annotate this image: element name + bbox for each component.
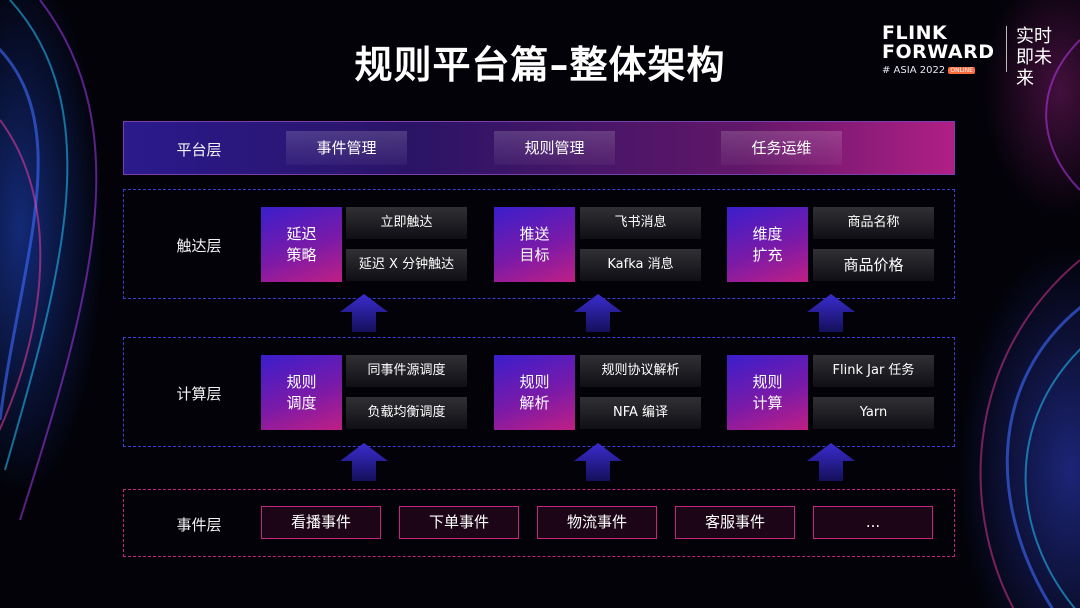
flink-forward-logo: FLINK FORWARD # ASIA 2022 ONLINE 实时即未来 [882, 22, 1062, 90]
event-item-order[interactable]: 下单事件 [399, 506, 519, 539]
logo-divider [1006, 26, 1007, 72]
reach-item-delay-x-min[interactable]: 延迟 X 分钟触达 [346, 249, 467, 281]
compute-item-yarn[interactable]: Yarn [813, 397, 934, 429]
compute-item-load-balance[interactable]: 负载均衡调度 [346, 397, 467, 429]
logo-slogan: 实时即未来 [1016, 26, 1052, 89]
up-arrow-icon [340, 294, 388, 332]
reach-item-product-price[interactable]: 商品价格 [813, 249, 934, 281]
reach-item-kafka[interactable]: Kafka 消息 [580, 249, 701, 281]
reach-group-delay-strategy[interactable]: 延迟策略 [261, 207, 342, 282]
page-title: 规则平台篇–整体架构 [354, 43, 726, 87]
compute-item-protocol-parse[interactable]: 规则协议解析 [580, 355, 701, 387]
platform-layer: 平台层 事件管理 规则管理 任务运维 [123, 121, 955, 175]
reach-item-feishu[interactable]: 飞书消息 [580, 207, 701, 239]
tab-event-management[interactable]: 事件管理 [286, 131, 407, 165]
up-arrow-icon [574, 443, 622, 481]
event-layer: 事件层 看播事件 下单事件 物流事件 客服事件 ... [123, 489, 955, 557]
reach-layer: 触达层 延迟策略 立即触达 延迟 X 分钟触达 推送目标 飞书消息 Kafka … [123, 189, 955, 299]
platform-layer-label: 平台层 [176, 141, 222, 159]
event-item-more[interactable]: ... [813, 506, 933, 539]
event-item-logistics[interactable]: 物流事件 [537, 506, 657, 539]
reach-group-dimension-expand[interactable]: 维度扩充 [727, 207, 808, 282]
reach-layer-label: 触达层 [176, 237, 222, 255]
online-badge: ONLINE [948, 66, 975, 74]
event-layer-label: 事件层 [176, 516, 222, 534]
compute-layer-label: 计算层 [176, 385, 222, 403]
up-arrow-icon [807, 443, 855, 481]
compute-layer: 计算层 规则调度 同事件源调度 负载均衡调度 规则解析 规则协议解析 NFA 编… [123, 337, 955, 447]
compute-group-rule-parsing[interactable]: 规则解析 [494, 355, 575, 430]
logo-line1: FLINK [882, 22, 948, 44]
event-item-customer-service[interactable]: 客服事件 [675, 506, 795, 539]
tab-task-ops[interactable]: 任务运维 [721, 131, 842, 165]
compute-item-flink-jar[interactable]: Flink Jar 任务 [813, 355, 934, 387]
compute-group-rule-scheduling[interactable]: 规则调度 [261, 355, 342, 430]
compute-item-nfa-compile[interactable]: NFA 编译 [580, 397, 701, 429]
up-arrow-icon [807, 294, 855, 332]
tab-rule-management[interactable]: 规则管理 [494, 131, 615, 165]
up-arrow-icon [574, 294, 622, 332]
logo-event: # ASIA 2022 ONLINE [882, 65, 975, 76]
compute-item-same-source[interactable]: 同事件源调度 [346, 355, 467, 387]
logo-line2: FORWARD [882, 41, 995, 63]
reach-item-immediate[interactable]: 立即触达 [346, 207, 467, 239]
reach-item-product-name[interactable]: 商品名称 [813, 207, 934, 239]
reach-group-push-target[interactable]: 推送目标 [494, 207, 575, 282]
up-arrow-icon [340, 443, 388, 481]
compute-group-rule-calculation[interactable]: 规则计算 [727, 355, 808, 430]
event-item-live-view[interactable]: 看播事件 [261, 506, 381, 539]
